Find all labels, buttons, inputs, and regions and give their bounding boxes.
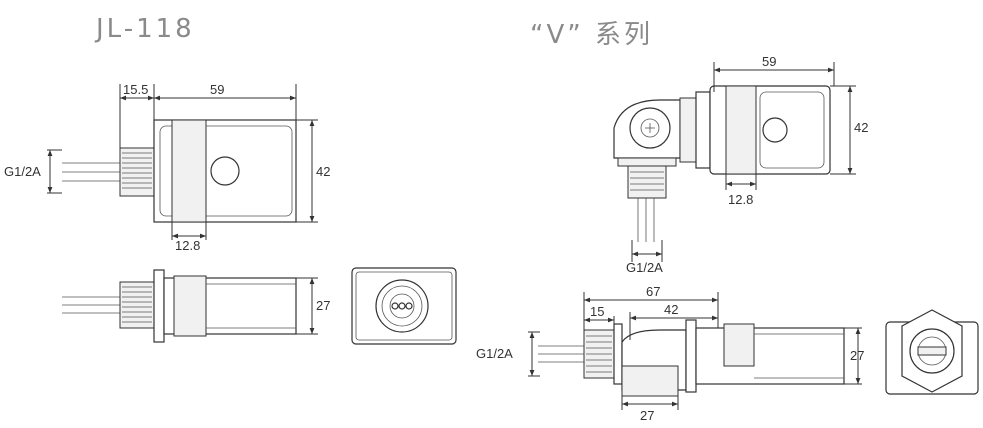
v-side-dim-thickness: 27 xyxy=(850,348,864,363)
v-side-thread-label: G1/2A xyxy=(476,346,513,361)
title-jl-118: JL-118 xyxy=(96,14,195,44)
v-top-dim-height: 42 xyxy=(854,120,868,135)
v-top-thread-label: G1/2A xyxy=(626,260,663,275)
jl118-end-view xyxy=(351,267,457,345)
v-series-side-view: G1/2A 67 15 42 27 27 xyxy=(476,284,864,423)
v-side-dim-elbow: 27 xyxy=(640,408,654,423)
v-top-dim-body: 59 xyxy=(762,54,776,69)
v-side-dim-body: 42 xyxy=(664,302,678,317)
jl118-side-view: 27 xyxy=(62,269,330,343)
jl118-dim-thickness: 27 xyxy=(316,298,330,313)
jl118-dim-thread: 15.5 xyxy=(123,82,148,97)
jl118-thread-label: G1/2A xyxy=(4,164,41,179)
jl118-top-view: 15.5 59 42 12.8 G1/2A xyxy=(4,82,330,253)
v-side-dim-thread: 15 xyxy=(590,304,604,319)
jl118-dim-body: 59 xyxy=(210,82,224,97)
v-series-end-view xyxy=(885,309,979,395)
v-series-top-view: G1/2A 59 42 12.8 xyxy=(613,54,868,275)
v-top-dim-flange: 12.8 xyxy=(728,192,753,207)
title-v-series: “V” 系列 xyxy=(530,20,653,50)
jl118-dim-flange: 12.8 xyxy=(175,238,200,253)
jl118-dim-height: 42 xyxy=(316,164,330,179)
v-side-dim-total: 67 xyxy=(646,284,660,299)
